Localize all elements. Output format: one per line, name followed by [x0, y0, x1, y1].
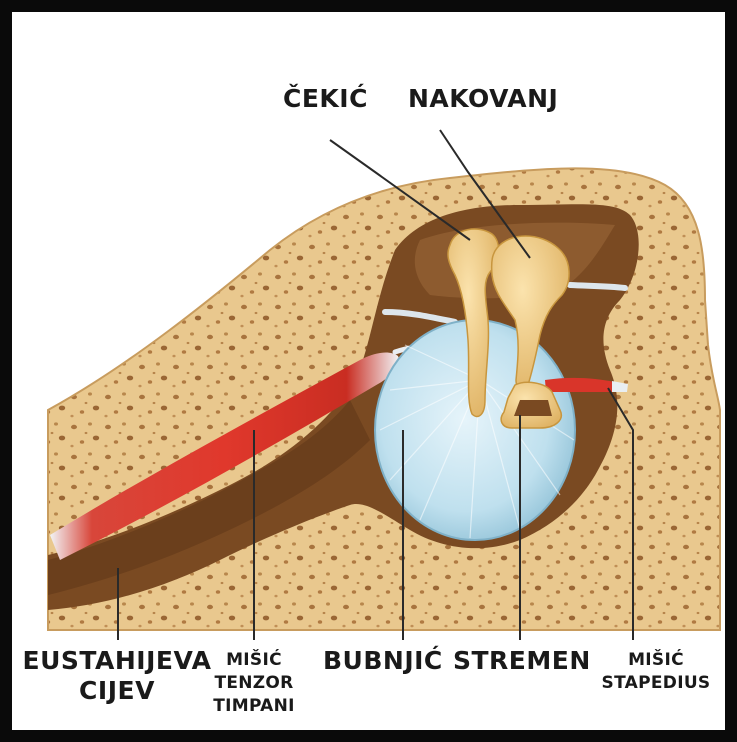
incus-ligament [570, 285, 625, 288]
label-stapedius-line2: STAPEDIUS [593, 675, 719, 693]
label-stapedius-line1: MIŠIĆ [593, 652, 719, 670]
label-eustachian-line2: CIJEV [22, 678, 212, 704]
label-stapedius: MIŠIĆ STAPEDIUS [593, 652, 719, 693]
label-stapes: STREMEN [453, 648, 591, 674]
label-malleus: ČEKIĆ [283, 86, 368, 112]
label-eustachian-tube: EUSTAHIJEVA CIJEV [22, 648, 212, 705]
label-tensor-line3: TIMPANI [206, 698, 302, 716]
label-tensor-tympani: MIŠIĆ TENZOR TIMPANI [206, 652, 302, 716]
label-tensor-line1: MIŠIĆ [206, 652, 302, 670]
label-incus: NAKOVANJ [408, 86, 558, 112]
label-eustachian-line1: EUSTAHIJEVA [22, 648, 212, 674]
label-eardrum: BUBNJIĆ [323, 648, 443, 674]
label-tensor-line2: TENZOR [206, 675, 302, 693]
